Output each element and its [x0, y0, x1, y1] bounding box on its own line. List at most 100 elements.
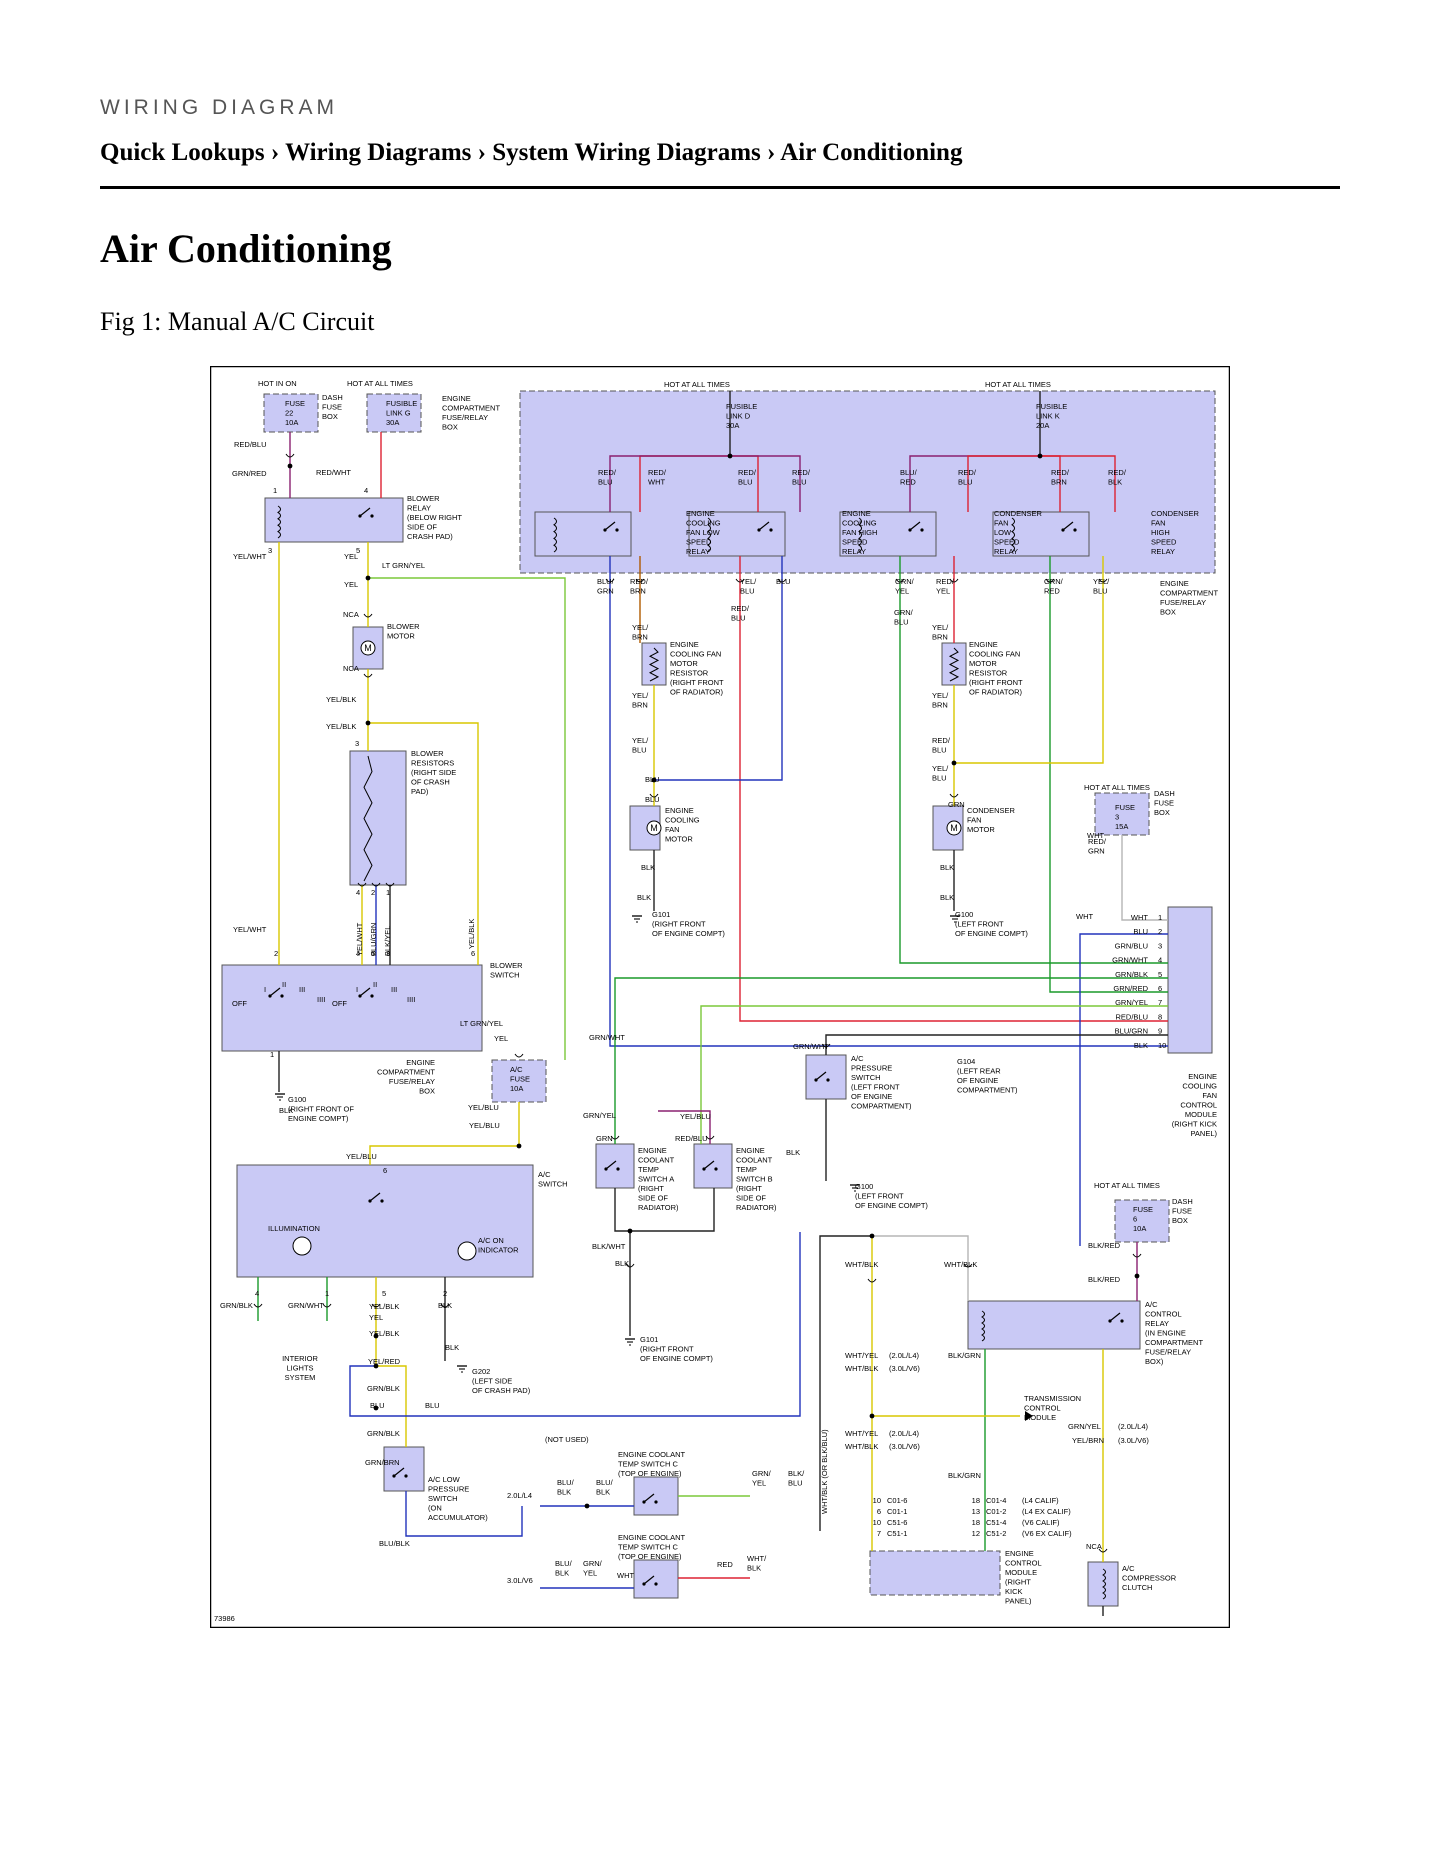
ecm-connector-note-line: (L4 EX CALIF)	[1022, 1507, 1071, 1516]
wire-color-label-line: BLK/GRN	[948, 1471, 981, 1480]
wire-color-label-line: BLK	[557, 1488, 571, 1497]
ecf-low-relay-label-line: ENGINE	[686, 509, 715, 518]
relay-contact	[1061, 528, 1065, 532]
wire-color-label-line: YEL/RED	[368, 1357, 401, 1366]
ecf-motor-label-line: FAN	[665, 825, 680, 834]
module-pin-number-line: 10	[1158, 1041, 1166, 1050]
coolant-switch-a-contact	[605, 1160, 617, 1170]
module-pin-wire-label-line: BLK	[1134, 1041, 1148, 1050]
wire-color-label: BLU/GRN	[369, 923, 378, 956]
connector-mark	[1132, 1253, 1142, 1258]
wire-color-label-line: WHT/BLK	[845, 1260, 878, 1269]
ac-control-relay-label-line: (IN ENGINE	[1145, 1329, 1186, 1338]
ecf-low-relay-label-line: FAN LOW	[686, 528, 721, 537]
wire-color-label: NCA	[1086, 1542, 1102, 1551]
relay-coil	[858, 517, 862, 553]
wire-color-label: (2.0L/L4)	[889, 1429, 920, 1438]
wire-color-label: GRN/BLK	[220, 1301, 253, 1310]
cond-motor-glyph: M	[950, 823, 958, 833]
engine-compartment-box-text-line: COMPARTMENT	[377, 1068, 435, 1077]
pin-number: 2	[443, 1289, 447, 1298]
module-pin-wire-label-line: BLU/GRN	[1115, 1027, 1148, 1036]
coolant-switch-b-box	[693, 1143, 733, 1189]
fusible-link-g-box	[366, 393, 422, 433]
ecm-pin-number: 13	[972, 1507, 980, 1516]
wire-color-label-line: YEL	[752, 1479, 766, 1488]
wire-color-label: GRN/YEL	[583, 1559, 603, 1578]
wire-color-label-line: BRN	[632, 633, 648, 642]
fusible-link-d-text-line: LINK D	[726, 412, 751, 421]
pin-number: 4	[356, 888, 360, 897]
wire-color-label-line: GRN/	[752, 1469, 772, 1478]
ecf-control-module-label-line: COOLING	[1182, 1082, 1217, 1091]
ecm-connector-name-line: C51-6	[887, 1518, 907, 1527]
g100-label-line: (LEFT FRONT	[855, 1192, 904, 1201]
g100-label-line: G100	[288, 1095, 306, 1104]
wire-color-label: (3.0L/V6)	[1118, 1436, 1149, 1445]
pin-number-line: 2	[443, 1289, 447, 1298]
engine-compartment-box-text-line: FUSE/RELAY	[389, 1077, 435, 1086]
ac-pressure-switch-label-line: COMPARTMENT)	[851, 1102, 912, 1111]
wire-color-label-line: YEL	[895, 587, 909, 596]
wire-color-label: BLK/RED	[1088, 1241, 1121, 1250]
wire-color-label-line: YEL	[344, 552, 358, 561]
g100-label-line: G100	[855, 1182, 873, 1191]
coolant-switch-a-contact	[616, 1167, 620, 1171]
hot-in-on-label: HOT IN ON	[258, 379, 297, 388]
wire-color-label-line: LT GRN/YEL	[382, 561, 425, 570]
ecm-pin-number-line: 7	[877, 1529, 881, 1538]
wire-color-label-line: RED/WHT	[316, 468, 351, 477]
coolant-switch-a-label-line: COOLANT	[638, 1156, 675, 1165]
fuse-22-text-line: 22	[285, 409, 293, 418]
wire-color-label: RED/BLU	[234, 440, 267, 449]
breadcrumb-item-quick-lookups[interactable]: Quick Lookups	[100, 139, 265, 166]
wire-blk	[614, 1188, 715, 1232]
wire-color-label: YEL/BRN	[632, 623, 649, 642]
coolant-switch-a-contact	[604, 1167, 608, 1171]
coolant-switch-c2-box	[633, 1559, 679, 1599]
wire-color-label: YEL/BLU	[740, 577, 757, 596]
ac-switch-box	[236, 1164, 534, 1278]
pin-number-line: 5	[356, 546, 360, 555]
switch-position-label-line: III	[391, 985, 397, 994]
blower-relay-contact	[358, 514, 362, 518]
breadcrumb-item-system-wiring[interactable]: System Wiring Diagrams	[492, 139, 761, 166]
transmission-module-label-line: CONTROL	[1024, 1404, 1061, 1413]
blower-relay-label-line: BLOWER	[407, 494, 440, 503]
wire-color-label-line: RED/	[630, 577, 649, 586]
splice-dot	[1134, 1273, 1140, 1279]
pin-number: 4	[356, 949, 360, 958]
wire-color-label: RED/BLU	[598, 468, 617, 487]
ac-low-pressure-switch-box	[383, 1446, 425, 1492]
cond-resistor-label-line: ENGINE	[969, 640, 998, 649]
ecf-high-relay-label-line: FAN HIGH	[842, 528, 877, 537]
coolant-switch-c1-contact	[642, 1500, 646, 1504]
splice-dot	[373, 1405, 379, 1411]
splice-dot	[516, 1143, 522, 1149]
connector-mark	[363, 673, 373, 678]
breadcrumb-item-air-conditioning[interactable]: Air Conditioning	[780, 139, 963, 166]
wire-color-label: (3.0L/V6)	[889, 1364, 920, 1373]
blower-motor-label-line: MOTOR	[387, 632, 415, 641]
breadcrumb-item-wiring-diagrams[interactable]: Wiring Diagrams	[285, 139, 472, 166]
wire-color-label-line: BLU/	[597, 577, 615, 586]
g100-label-line: OF ENGINE COMPT)	[855, 1201, 928, 1210]
wire-color-label: BLK	[940, 893, 954, 902]
wire-color-label-line: BLU	[731, 614, 746, 623]
pin-number-line: 1	[386, 888, 390, 897]
breadcrumb-separator: ›	[477, 139, 486, 166]
module-pin-wire-label: BLK	[1134, 1041, 1148, 1050]
relay-contact	[603, 528, 607, 532]
cond-resistor-label-line: COOLING FAN	[969, 650, 1020, 659]
pin-number-line: 6	[383, 1166, 387, 1175]
ac-pressure-switch-label-line: A/C	[851, 1054, 864, 1063]
wire-color-label: BLK/WHT	[592, 1242, 626, 1251]
wire-color-label: 3.0L/V6	[507, 1576, 533, 1585]
pin-number-line: 2	[371, 888, 375, 897]
